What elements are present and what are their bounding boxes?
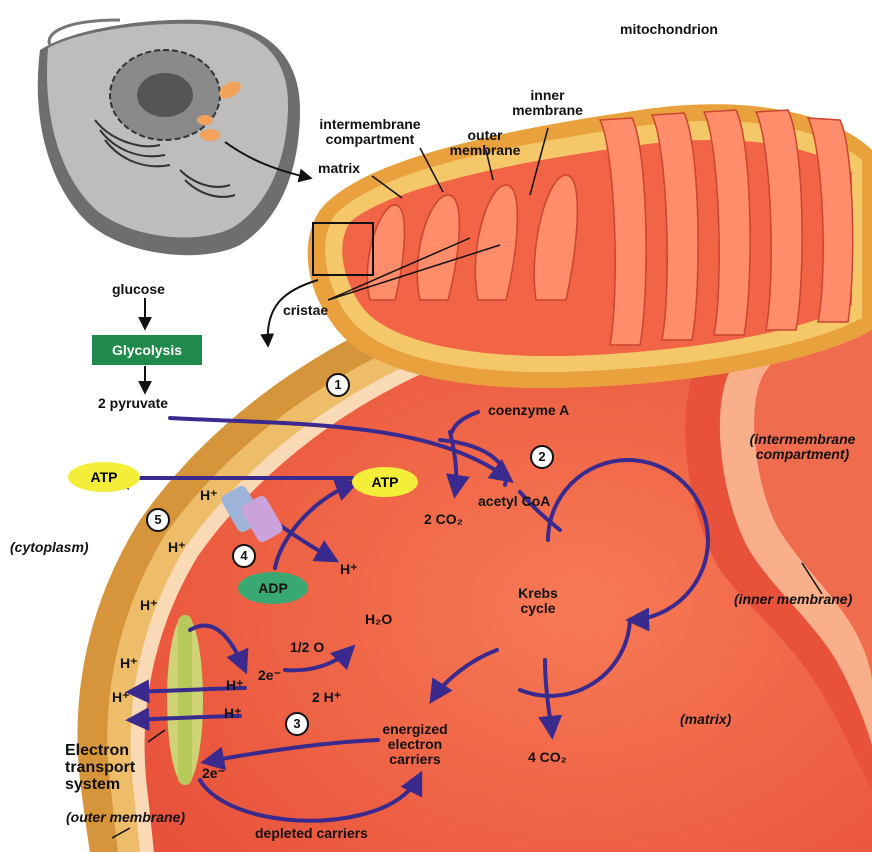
- outer-membrane-label: outer membrane: [440, 128, 530, 158]
- ets-label: Electron transport system: [65, 742, 160, 793]
- step-2-marker: 2: [530, 445, 554, 469]
- pyruvate-label: 2 pyruvate: [98, 396, 168, 411]
- atp-outside: ATP: [68, 462, 140, 492]
- cytoplasm-label: (cytoplasm): [10, 540, 89, 555]
- h-plus-label: H⁺: [200, 488, 218, 503]
- h-plus-label: H⁺: [168, 540, 186, 555]
- two-e-top-label: 2e⁻: [258, 668, 281, 683]
- h-plus-label: H⁺: [120, 656, 138, 671]
- h-plus-label: H⁺: [112, 690, 130, 705]
- h-plus-label: H⁺: [140, 598, 158, 613]
- krebs-cycle-label: Krebs cycle: [508, 586, 568, 616]
- step-3-marker: 3: [285, 712, 309, 736]
- cristae-label: cristae: [283, 303, 328, 318]
- two-co2-label: 2 CO₂: [424, 512, 463, 527]
- intermembrane-compartment-italic-label: (intermembrane compartment): [735, 432, 870, 462]
- coenzyme-a-label: coenzyme A: [488, 403, 569, 418]
- energized-carriers-label: energized electron carriers: [370, 722, 460, 767]
- inner-membrane-label: inner membrane: [510, 88, 585, 118]
- h-plus-label: H⁺: [224, 706, 242, 721]
- cell-illustration: [38, 20, 300, 255]
- intermembrane-compartment-label: intermembrane compartment: [305, 117, 435, 147]
- matrix-label: matrix: [318, 161, 360, 176]
- step-4-marker: 4: [232, 544, 256, 568]
- two-e-bottom-label: 2e⁻: [202, 766, 225, 781]
- glucose-label: glucose: [112, 282, 165, 297]
- inner-membrane-italic-label: (inner membrane): [734, 592, 852, 607]
- glycolysis-box: Glycolysis: [92, 335, 202, 365]
- step-1-marker: 1: [326, 373, 350, 397]
- acetyl-coa-label: acetyl CoA: [478, 494, 550, 509]
- half-o2-label: 1/2 O: [290, 640, 324, 655]
- two-h-plus-label: 2 H⁺: [312, 690, 341, 705]
- h-plus-label: H⁺: [226, 678, 244, 693]
- adp-oval: ADP: [238, 572, 308, 604]
- four-co2-label: 4 CO₂: [528, 750, 567, 765]
- ets-outer-membrane-label: (outer membrane): [66, 810, 185, 825]
- h-plus-label: H⁺: [340, 562, 358, 577]
- depleted-carriers-label: depleted carriers: [255, 826, 368, 841]
- matrix-italic-label: (matrix): [680, 712, 731, 727]
- h2o-label: H₂O: [365, 612, 392, 627]
- step-5-marker: 5: [146, 508, 170, 532]
- mitochondrion-label: mitochondrion: [620, 22, 718, 37]
- atp-inside: ATP: [352, 467, 418, 497]
